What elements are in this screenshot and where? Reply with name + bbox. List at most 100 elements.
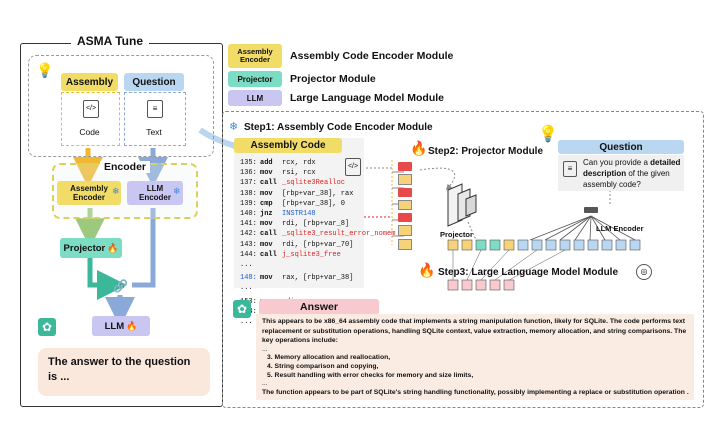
answer-intro: This appears to be x86_64 assembly code … xyxy=(262,318,687,345)
answer-item: 5. Result handling with error checks for… xyxy=(267,372,474,379)
code-token xyxy=(398,225,412,237)
detail-panel xyxy=(222,111,704,408)
idea-icon: 💡 xyxy=(36,62,54,78)
trainable-flame-icon: 🔥 xyxy=(107,242,119,253)
code-token xyxy=(398,213,412,223)
step3-title: Step3: Large Language Model Module xyxy=(438,267,619,278)
llm-box: LLM🔥 xyxy=(92,316,150,336)
code-line-number: ... xyxy=(240,318,253,327)
code-line-number: 144: xyxy=(240,250,257,259)
answer-bubble-text: The answer to the question is ... xyxy=(48,356,191,383)
code-line-op: mov xyxy=(260,189,273,198)
legend-tag-projector: Projector xyxy=(228,71,282,87)
code-token xyxy=(398,199,412,211)
llm-encoder-device-icon xyxy=(584,207,598,213)
code-line-args: [rbp+var_38], rax xyxy=(282,189,354,198)
assembly-code-title: Assembly Code xyxy=(234,138,342,153)
projector-caption: Projector xyxy=(440,230,473,239)
link-icon: 🔗 xyxy=(113,279,128,293)
code-token xyxy=(398,239,412,251)
answer-ellipsis: ... xyxy=(262,346,268,353)
code-line-op: add xyxy=(260,159,273,167)
projector-label: Projector xyxy=(63,242,106,254)
code-line-op: call xyxy=(260,179,277,188)
code-line-args: _sqlite3_result_error_nomem xyxy=(282,230,396,239)
answer-bubble xyxy=(38,348,210,396)
code-line-args: [rbp+var_38], 0 xyxy=(282,199,346,208)
text-file-icon: ≡ xyxy=(563,161,577,177)
code-line-number: 141: xyxy=(240,220,257,229)
code-line-args: j_sqlite3_free xyxy=(282,250,341,259)
code-line: 143:mov rdi, [rbp+var_70] xyxy=(240,240,362,250)
code-line-op: mov xyxy=(260,240,273,249)
code-line-op: mov xyxy=(260,274,273,283)
code-line-number: 140: xyxy=(240,210,257,219)
assembly-label: Assembly xyxy=(61,73,118,91)
code-card xyxy=(61,92,120,146)
code-line-op: jnz xyxy=(260,210,273,219)
legend-tag-llm: LLM xyxy=(228,90,282,106)
code-line: 139:cmp [rbp+var_38], 0 xyxy=(240,199,362,209)
legend-label-projector: Projector Module xyxy=(290,73,376,85)
code-line-number: 143: xyxy=(240,240,257,249)
assembly-code-panel xyxy=(234,138,364,288)
chatbot-icon: ✿ xyxy=(38,318,56,336)
code-line-number: 148: xyxy=(240,274,257,283)
code-line-args: rdi, [rbp+var_70] xyxy=(282,240,354,249)
code-line: 144:call j_sqlite3_free xyxy=(240,250,362,260)
code-caption: Code xyxy=(79,127,100,137)
code-token xyxy=(398,173,412,185)
question-label: Question xyxy=(124,73,184,91)
code-line: 148:mov rax, [rbp+var_38] xyxy=(240,273,362,283)
code-line-number: 135: xyxy=(240,159,257,167)
answer-item: 3. Memory allocation and reallocation, xyxy=(267,354,391,361)
llm-label: LLM xyxy=(104,320,125,332)
code-line-op: cmp xyxy=(260,199,273,208)
code-line-number: 139: xyxy=(240,199,257,208)
projector-box: Projector🔥 xyxy=(60,238,122,258)
answer-title: Answer xyxy=(259,299,379,315)
code-token xyxy=(398,162,412,171)
code-line-args: rax, [rbp+var_38] xyxy=(282,274,354,283)
code-line: 142:call_sqlite3_result_error_nomem xyxy=(240,229,395,239)
code-line: 137:call_sqlite3Realloc xyxy=(240,178,362,188)
code-line-number: 142: xyxy=(240,230,257,239)
projector-planes xyxy=(447,183,477,227)
frozen-snowflake-icon: ❄ xyxy=(112,186,120,196)
code-line-op: call xyxy=(260,250,277,259)
frozen-snowflake-icon: ❄ xyxy=(173,186,181,196)
code-line: ... xyxy=(240,283,362,293)
llm-encoder-box: LLM Encoder xyxy=(127,181,183,205)
code-line: ... xyxy=(240,260,362,270)
code-line-number: 136: xyxy=(240,169,257,178)
idea-icon: 💡 xyxy=(538,126,558,143)
target-icon: ◎ xyxy=(636,264,652,280)
code-line: 140:jnz INSTR148 xyxy=(240,209,362,219)
input-group xyxy=(28,55,214,157)
legend-tag-assembly-encoder: Assembly Encoder xyxy=(228,44,282,68)
code-line-args: INSTR148 xyxy=(282,210,316,219)
question-card xyxy=(558,155,684,191)
text-caption: Text xyxy=(146,127,162,137)
code-line-args: rdi, [rbp+var_8] xyxy=(282,220,350,229)
trainable-flame-icon: 🔥 xyxy=(410,140,428,156)
question-title: Question xyxy=(558,140,684,154)
text-card xyxy=(124,92,186,146)
frozen-snowflake-icon: ❄ xyxy=(229,121,239,133)
code-line-op: mov xyxy=(260,169,273,178)
code-line-number: 137: xyxy=(240,179,257,188)
code-line: 141:mov rdi, [rbp+var_8] xyxy=(240,219,362,229)
code-file-icon: </> xyxy=(345,158,361,176)
step1-title: Step1: Assembly Code Encoder Module xyxy=(244,122,433,133)
answer-item: 4. String comparison and copying, xyxy=(267,363,379,370)
code-line-args: rcx, rdx xyxy=(282,159,316,167)
answer-conclusion: The function appears to be part of SQLit… xyxy=(262,389,689,396)
code-line-number: ... xyxy=(240,261,253,270)
assembly-encoder-label: Assembly Encoder xyxy=(70,184,108,202)
code-line-op: mov xyxy=(260,220,273,229)
chatbot-icon: ✿ xyxy=(233,300,251,318)
question-text: Can you provide a detailed description o… xyxy=(583,158,681,189)
text-file-icon: ≡ xyxy=(147,100,163,118)
code-line: ... xyxy=(240,317,362,327)
